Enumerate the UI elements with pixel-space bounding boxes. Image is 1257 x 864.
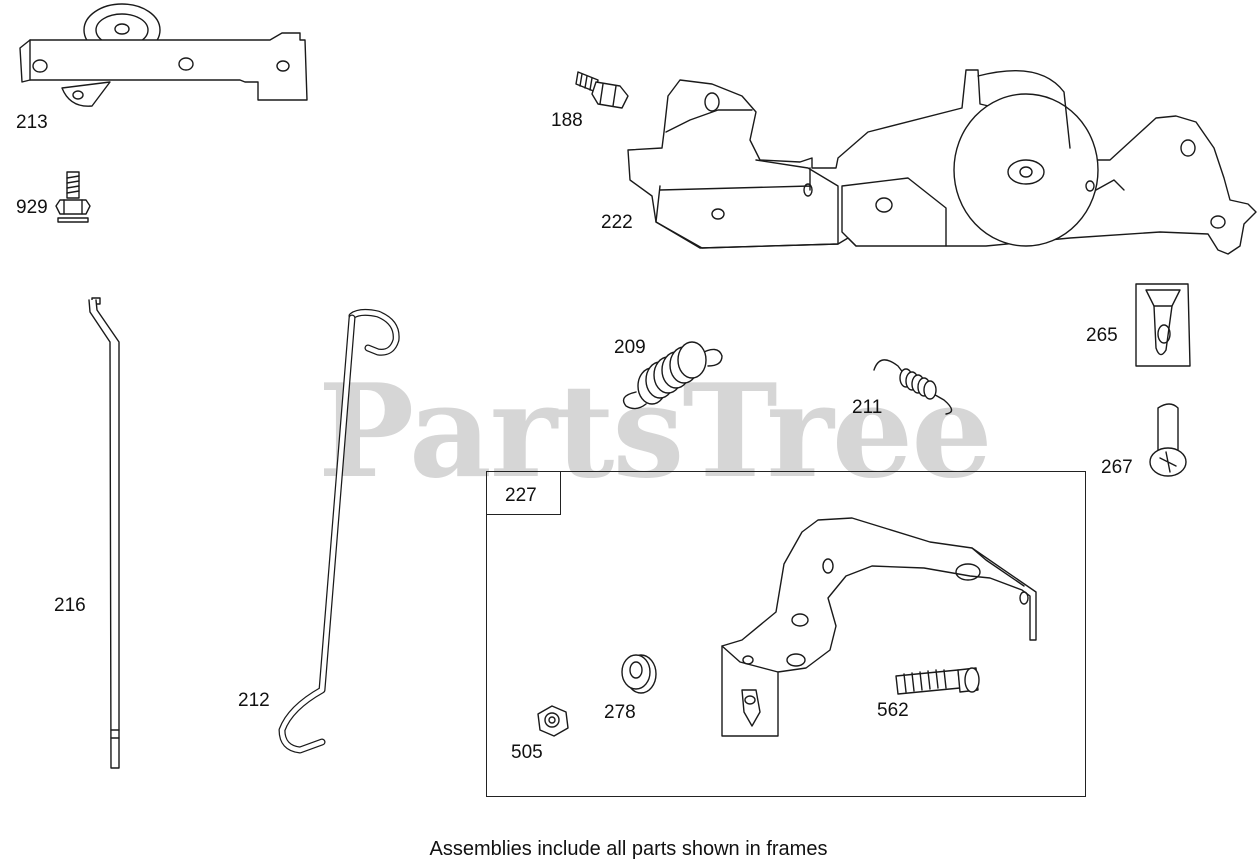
footer-caption: Assemblies include all parts shown in fr… <box>429 838 828 860</box>
label-209: 209 <box>614 337 646 358</box>
part-209-spring[interactable] <box>622 341 723 410</box>
label-211: 211 <box>852 397 883 418</box>
part-227-lever[interactable] <box>721 517 1037 737</box>
part-216-rod[interactable] <box>88 297 120 769</box>
part-278-washer[interactable] <box>621 654 657 694</box>
assembly-frame-tag: 227 <box>486 471 561 515</box>
label-227: 227 <box>505 485 537 506</box>
part-213-bracket[interactable] <box>19 3 308 107</box>
label-212: 212 <box>238 690 270 711</box>
part-265-clip[interactable] <box>1135 283 1191 367</box>
label-222: 222 <box>601 212 633 233</box>
part-212-rod[interactable] <box>278 308 400 754</box>
part-222-bracket[interactable] <box>627 69 1257 255</box>
part-188-bolt[interactable] <box>575 71 629 109</box>
label-562: 562 <box>877 700 909 721</box>
part-562-screw[interactable] <box>895 667 980 695</box>
label-216: 216 <box>54 595 86 616</box>
assembly-frame <box>486 471 1086 797</box>
part-267-screw[interactable] <box>1149 403 1187 477</box>
label-213: 213 <box>16 112 48 133</box>
label-505: 505 <box>511 742 543 763</box>
label-267: 267 <box>1101 457 1133 478</box>
part-211-spring[interactable] <box>873 359 953 415</box>
label-188: 188 <box>551 110 583 131</box>
label-929: 929 <box>16 197 48 218</box>
part-929-screw[interactable] <box>55 171 91 223</box>
label-278: 278 <box>604 702 636 723</box>
label-265: 265 <box>1086 325 1118 346</box>
part-505-nut[interactable] <box>537 705 569 737</box>
